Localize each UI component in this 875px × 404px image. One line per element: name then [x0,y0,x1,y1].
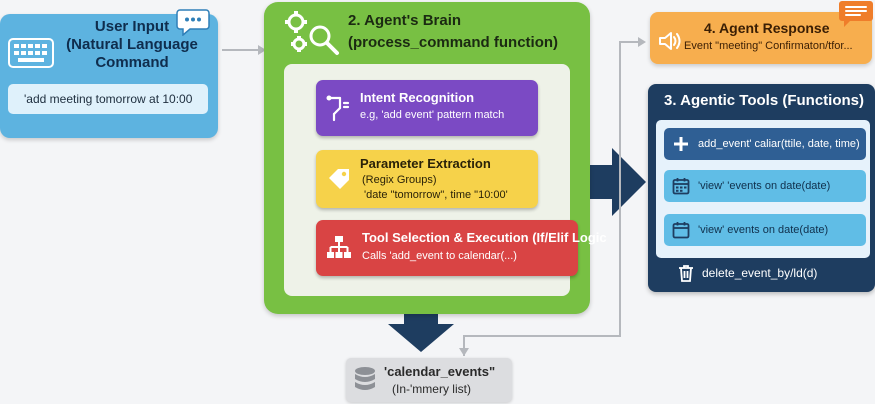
agent-response-title: 4. Agent Response [704,20,830,36]
parameter-extraction-title: Parameter Extraction [360,156,491,171]
calendar-events-storage [346,358,512,402]
message-lines-icon [839,1,873,27]
tool-view-events-label: 'view' 'events on date(date) [698,180,831,192]
calendar-icon [672,222,690,239]
agent-brain-subtitle: (process_command function) [348,34,559,51]
hierarchy-icon [327,236,351,258]
tag-icon [329,169,349,189]
tool-view-events: 'view' 'events on date(date) [664,170,866,202]
trash-icon [679,265,693,282]
tool-view-events-alt: 'view' events on date(date) [664,214,866,246]
robot-arm-icon [326,95,350,122]
user-input-title-line: User Input [94,18,170,35]
arrow-brain-to-tools [590,148,646,216]
arrowhead-to-storage [459,348,469,356]
agent-response-card [650,12,872,64]
tool-selection-detail: Calls 'add_event to calendar(...) [362,250,517,262]
intent-recognition-detail: e.g, 'add event' pattern match [360,109,505,121]
tool-add-event-label: add_event' caliar(ttile, date, time) [698,138,860,150]
intent-recognition-step: Intent Recognition e.g, 'add event' patt… [316,80,538,136]
tool-add-event: add_event' caliar(ttile, date, time) [664,128,866,160]
chat-bubble-icon [176,9,210,36]
tool-view-events-alt-label: 'view' events on date(date) [698,224,829,236]
agent-brain-title: 2. Agent's Brain (process_command functi… [348,10,588,54]
intent-recognition-title: Intent Recognition [360,90,475,105]
agent-brain-title-line: 2. Agent's Brain [348,12,462,29]
plus-icon [674,137,688,151]
tool-selection-title: Tool Selection & Execution (If/Elif Logi… [362,230,607,245]
parameter-extraction-detail: (Regix Groups) [362,174,437,186]
user-input-title-line: Command [95,54,169,71]
user-input-title: User Input (Natural Language Command [62,18,202,72]
user-input-example: 'add meeting tomorrow at 10:00 [8,84,208,114]
user-input-title-line: (Natural Language [66,36,198,53]
arrowhead-to-response [638,37,646,47]
database-icon [355,367,375,390]
speaker-icon [659,32,681,50]
agentic-tools-title: 3. Agentic Tools (Functions) [664,92,864,109]
tool-delete-event-label: delete_event_by/ld(d) [702,266,818,280]
storage-subtitle: (In-'mmery list) [392,382,471,396]
agent-response-text: Event "meeting" Confirmaton/tfor... [684,40,853,52]
arrow-brain-to-storage [388,314,454,352]
keyboard-icon [8,38,54,68]
storage-title: 'calendar_events" [384,364,496,379]
calendar-icon [672,178,690,195]
parameter-extraction-step: Parameter Extraction (Regix Groups) 'dat… [316,150,538,208]
parameter-extraction-detail: 'date "tomorrow", time "10:00' [364,189,508,201]
tool-selection-step: Tool Selection & Execution (If/Elif Logi… [316,220,607,276]
gears-search-icon [285,11,339,55]
user-input-card [0,14,218,138]
